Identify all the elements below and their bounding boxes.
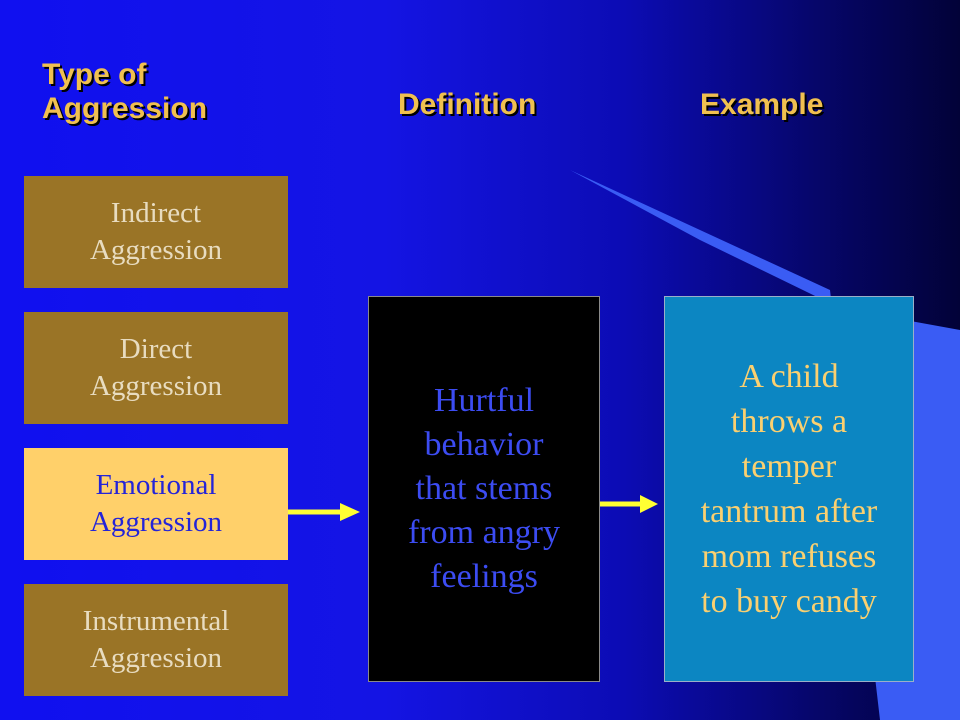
type-box-indirect-aggression[interactable]: Indirect Aggression bbox=[24, 176, 288, 288]
arrow-right-icon bbox=[600, 495, 658, 513]
arrow-right-icon bbox=[288, 503, 360, 521]
header-type-of-aggression: Type of Aggression bbox=[42, 58, 208, 125]
type-box-emotional-aggression[interactable]: Emotional Aggression bbox=[24, 448, 288, 560]
type-box-instrumental-aggression[interactable]: Instrumental Aggression bbox=[24, 584, 288, 696]
example-box: A child throws a temper tantrum after mo… bbox=[664, 296, 914, 682]
type-box-direct-aggression[interactable]: Direct Aggression bbox=[24, 312, 288, 424]
header-definition: Definition bbox=[398, 88, 537, 121]
header-example: Example bbox=[700, 88, 824, 121]
definition-box: Hurtful behavior that stems from angry f… bbox=[368, 296, 600, 682]
